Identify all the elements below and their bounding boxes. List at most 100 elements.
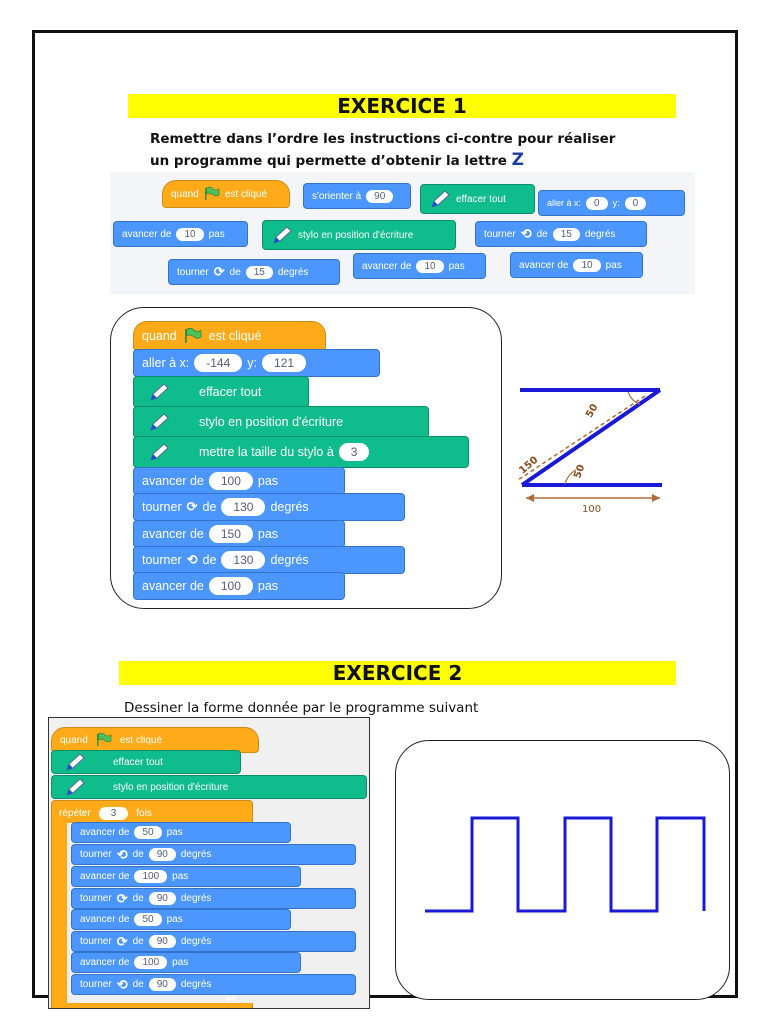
steps-input[interactable]: 10 xyxy=(573,258,601,272)
move-block[interactable]: avancer de 100 pas xyxy=(71,952,301,973)
steps-input[interactable]: 100 xyxy=(208,577,253,595)
block-label: est cliqué xyxy=(119,734,163,746)
steps-input[interactable]: 10 xyxy=(416,259,444,273)
block-label: degrés xyxy=(270,553,309,567)
scrambled-move-block[interactable]: avancer de 10 pas xyxy=(510,252,643,278)
move-block[interactable]: avancer de 100 pas xyxy=(71,866,301,887)
move-block[interactable]: avancer de 100 pas xyxy=(133,572,345,600)
degrees-input[interactable]: 130 xyxy=(221,551,266,569)
block-label: degrés xyxy=(584,228,616,240)
block-label: pas xyxy=(172,871,189,882)
degrees-input[interactable]: 90 xyxy=(148,935,176,948)
angle-arc xyxy=(627,391,641,405)
scrambled-point-direction-block[interactable]: s'orienter à 90 xyxy=(303,183,411,209)
turn-left-block[interactable]: tourner ⟲ de 130 degrés xyxy=(133,546,405,574)
scrambled-erase-all-block[interactable]: effacer tout xyxy=(420,184,535,214)
scrambled-turn-right-block[interactable]: tourner ⟳ de 15 degrés xyxy=(168,259,340,285)
block-label: avancer de xyxy=(80,914,130,925)
rotate-left-icon: ⟲ xyxy=(116,846,128,862)
scrambled-pen-down-block[interactable]: stylo en position d'écriture xyxy=(262,220,456,250)
turn-right-block[interactable]: tourner ⟳ de 90 degrés xyxy=(71,888,356,909)
repeat-count-input[interactable]: 3 xyxy=(98,806,129,820)
steps-input[interactable]: 150 xyxy=(208,525,253,543)
y-input[interactable]: 121 xyxy=(262,354,307,372)
block-label: degrés xyxy=(180,893,212,904)
exercise1-title: EXERCICE 1 xyxy=(128,94,676,118)
block-label: pas xyxy=(605,259,622,271)
block-label: degrés xyxy=(270,500,309,514)
block-label: avancer de xyxy=(519,259,569,271)
rotate-right-icon: ⟳ xyxy=(116,933,128,949)
block-label: stylo en position d'écriture xyxy=(199,415,344,429)
block-label: pas xyxy=(166,827,183,838)
direction-input[interactable]: 90 xyxy=(366,189,394,203)
degrees-input[interactable]: 15 xyxy=(245,265,273,279)
block-label: répéter xyxy=(59,807,91,819)
steps-input[interactable]: 10 xyxy=(176,227,204,241)
degrees-input[interactable]: 130 xyxy=(221,498,266,516)
block-label: aller à x: xyxy=(142,356,190,370)
block-label: de xyxy=(202,553,217,567)
scrambled-turn-left-block[interactable]: tourner ⟲ de 15 degrés xyxy=(475,221,647,247)
when-flag-clicked-block[interactable]: quand est cliqué xyxy=(51,727,259,753)
scrambled-when-flag-clicked-block[interactable]: quand est cliqué xyxy=(162,180,290,208)
y-input[interactable]: 0 xyxy=(624,196,647,210)
steps-input[interactable]: 100 xyxy=(208,472,253,490)
degrees-input[interactable]: 90 xyxy=(148,978,176,991)
angle-label-top: 50 xyxy=(584,402,601,420)
scrambled-move-block[interactable]: avancer de 10 pas xyxy=(113,221,248,247)
green-flag-icon xyxy=(96,733,112,746)
x-input[interactable]: -144 xyxy=(194,354,243,372)
pen-down-block[interactable]: stylo en position d'écriture xyxy=(51,775,367,799)
exercise2-title: EXERCICE 2 xyxy=(119,661,676,685)
block-label: aller à x: xyxy=(547,198,582,208)
dimension-line-150 xyxy=(517,395,646,481)
steps-input[interactable]: 100 xyxy=(134,956,168,969)
steps-input[interactable]: 100 xyxy=(134,870,168,883)
degrees-input[interactable]: 15 xyxy=(552,227,580,241)
turn-right-block[interactable]: tourner ⟳ de 90 degrés xyxy=(71,931,356,952)
steps-input[interactable]: 50 xyxy=(134,913,162,926)
exercise1-instructions: Remettre dans l’ordre les instructions c… xyxy=(150,129,690,172)
block-label: de xyxy=(202,500,217,514)
turn-left-block[interactable]: tourner ⟲ de 90 degrés xyxy=(71,844,356,865)
move-block[interactable]: avancer de 50 pas xyxy=(71,822,291,843)
block-label: degrés xyxy=(180,849,212,860)
erase-all-block[interactable]: effacer tout xyxy=(133,376,309,408)
go-to-xy-block[interactable]: aller à x: -144 y: 121 xyxy=(133,349,380,377)
block-label: tourner xyxy=(484,228,516,240)
move-block[interactable]: avancer de 50 pas xyxy=(71,909,291,930)
square-wave-path xyxy=(425,816,706,913)
block-label: degrés xyxy=(277,266,309,278)
block-label: effacer tout xyxy=(456,193,506,205)
move-block[interactable]: avancer de 150 pas xyxy=(133,520,345,548)
erase-all-block[interactable]: effacer tout xyxy=(51,750,241,774)
turn-left-block[interactable]: tourner ⟲ de 90 degrés xyxy=(71,974,356,995)
move-block[interactable]: avancer de 100 pas xyxy=(133,467,345,495)
block-label: pas xyxy=(257,474,279,488)
square-wave-figure xyxy=(425,816,706,913)
block-label: stylo en position d'écriture xyxy=(298,229,414,241)
steps-input[interactable]: 50 xyxy=(134,826,162,839)
degrees-input[interactable]: 90 xyxy=(148,892,176,905)
square-wave-box xyxy=(395,740,730,1000)
instruction-line-1: Remettre dans l’ordre les instructions c… xyxy=(150,131,616,147)
block-label: de xyxy=(132,979,144,990)
turn-right-block[interactable]: tourner ⟳ de 130 degrés xyxy=(133,493,405,521)
block-label: mettre la taille du stylo à xyxy=(199,445,334,459)
block-label: degrés xyxy=(180,936,212,947)
when-flag-clicked-block[interactable]: quand est cliqué xyxy=(133,321,326,351)
block-label: fois xyxy=(136,807,152,819)
page-frame xyxy=(32,30,738,998)
scrambled-move-block[interactable]: avancer de 10 pas xyxy=(353,253,486,279)
degrees-input[interactable]: 90 xyxy=(148,848,176,861)
scrambled-go-to-xy-block[interactable]: aller à x: 0 y: 0 xyxy=(538,190,685,216)
pencil-icon xyxy=(431,190,450,208)
set-pen-size-block[interactable]: mettre la taille du stylo à 3 xyxy=(133,436,469,468)
block-label: tourner xyxy=(80,849,112,860)
pen-size-input[interactable]: 3 xyxy=(338,443,370,461)
exercise2-instructions: Dessiner la forme donnée par le programm… xyxy=(124,700,479,716)
pencil-icon xyxy=(150,413,169,431)
pen-down-block[interactable]: stylo en position d'écriture xyxy=(133,406,429,438)
x-input[interactable]: 0 xyxy=(586,196,608,210)
